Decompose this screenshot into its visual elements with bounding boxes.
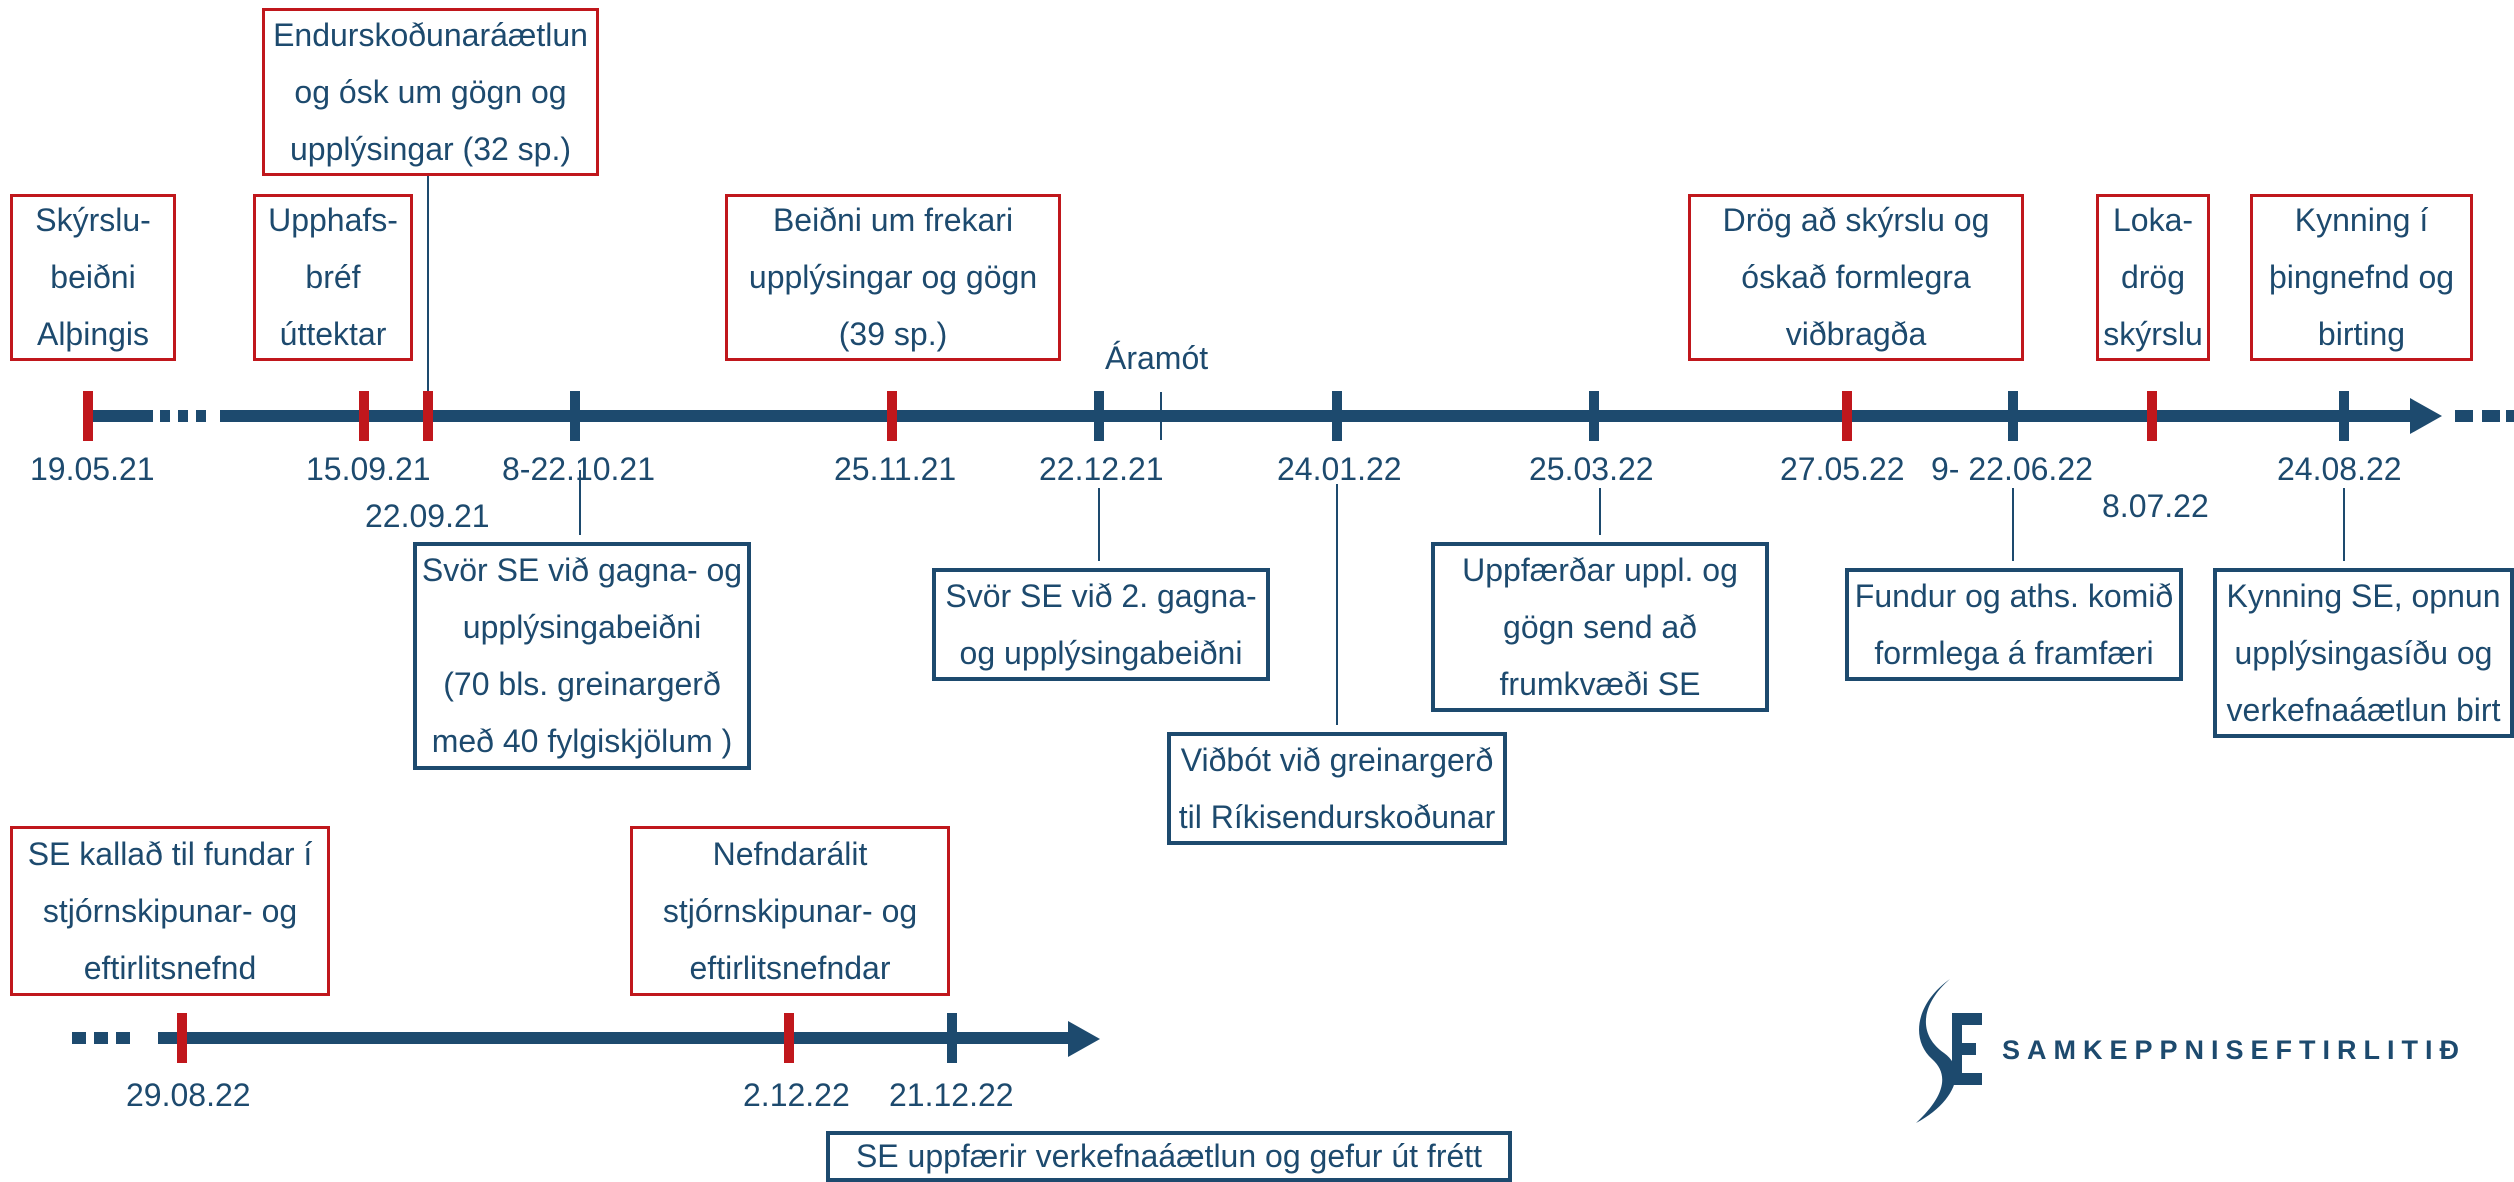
box-lokadrog: Loka- drög skýrslu: [2096, 194, 2210, 361]
timeline-tick: [1332, 391, 1342, 441]
timeline-1-dash: [196, 410, 206, 422]
date-label: 25.03.22: [1529, 451, 1654, 487]
date-label: 22.12.21: [1039, 451, 1164, 487]
date-label: 8.07.22: [2102, 488, 2209, 524]
date-label: 25.11.21: [834, 451, 957, 487]
timeline-2-dash: [94, 1032, 108, 1044]
timeline-1-tail-dash: [2455, 410, 2473, 422]
timeline-tick: [887, 391, 897, 441]
timeline-tick: [2147, 391, 2157, 441]
timeline-tick: [1094, 391, 1104, 441]
date-label: 8-22.10.21: [502, 451, 656, 487]
timeline-1-dash: [160, 410, 170, 422]
box-fundur: Fundur og aths. komið formlega á framfær…: [1845, 568, 2183, 681]
timeline-2-dash: [72, 1032, 86, 1044]
timeline-tick: [423, 391, 433, 441]
timeline-tick: [359, 391, 369, 441]
date-label: 9- 22.06.22: [1931, 451, 2093, 487]
timeline-tick: [2008, 391, 2018, 441]
box-svor-1: Svör SE við gagna- og upplýsingabeiðni (…: [413, 542, 751, 770]
box-uppfaerdar: Uppfærðar uppl. og gögn send að frumkvæð…: [1431, 542, 1769, 712]
timeline-tick: [1589, 391, 1599, 441]
box-endurskodun: Endurskoðunaráætlun og ósk um gögn og up…: [262, 8, 599, 176]
timeline-tick: [2339, 391, 2349, 441]
timeline-tick: [784, 1013, 794, 1063]
date-label: 19.05.21: [30, 451, 155, 487]
logo: SAMKEPPNISEFTIRLITIÐ: [1910, 975, 2466, 1125]
timeline-1-arrow: [2410, 398, 2442, 434]
box-skyrslubeidni: Skýrslu- beiðni Alþingis: [10, 194, 176, 361]
date-label: 22.09.21: [365, 498, 490, 534]
timeline-1-tail-dash: [2482, 410, 2500, 422]
date-label: 27.05.22: [1780, 451, 1905, 487]
year-marker-label: Áramót: [1105, 340, 1209, 376]
box-nefndaralit: Nefndarálit stjórnskipunar- og eftirlits…: [630, 826, 950, 996]
box-vidbot: Viðbót við greinargerð til Ríkisendursko…: [1167, 732, 1507, 845]
timeline-2-arrow: [1068, 1021, 1100, 1057]
timeline-1-dash: [178, 410, 188, 422]
box-drog: Drög að skýrslu og óskað formlegra viðbr…: [1688, 194, 2024, 361]
box-upphafsbref: Upphafs- bréf úttektar: [253, 194, 413, 361]
box-kynning-se: Kynning SE, opnun upplýsingasíðu og verk…: [2213, 568, 2514, 738]
timeline-tick: [1842, 391, 1852, 441]
date-label: 24.08.22: [2277, 451, 2402, 487]
date-label: 24.01.22: [1277, 451, 1402, 487]
date-label: 29.08.22: [126, 1077, 251, 1113]
date-label: 2.12.22: [743, 1077, 850, 1113]
timeline-2-dash: [116, 1032, 130, 1044]
box-kynning-thing: Kynning í þingnefnd og birting: [2250, 194, 2473, 361]
date-label: 21.12.22: [889, 1077, 1014, 1113]
box-beidni-frekari: Beiðni um frekari upplýsingar og gögn (3…: [725, 194, 1061, 361]
date-label: 15.09.21: [306, 451, 431, 487]
box-svor-2: Svör SE við 2. gagna- og upplýsingabeiðn…: [932, 568, 1270, 681]
logo-text: SAMKEPPNISEFTIRLITIÐ: [2002, 1034, 2467, 1065]
timeline-1-tail-dash: [2506, 410, 2514, 422]
timeline-tick: [83, 391, 93, 441]
timeline-tick: [570, 391, 580, 441]
box-se-uppfaerir: SE uppfærir verkefnaáætlun og gefur út f…: [826, 1131, 1512, 1182]
box-se-kallad: SE kallað til fundar í stjórnskipunar- o…: [10, 826, 330, 996]
timeline-tick: [947, 1013, 957, 1063]
se-logo-icon: [1916, 979, 1982, 1123]
timeline-tick: [177, 1013, 187, 1063]
